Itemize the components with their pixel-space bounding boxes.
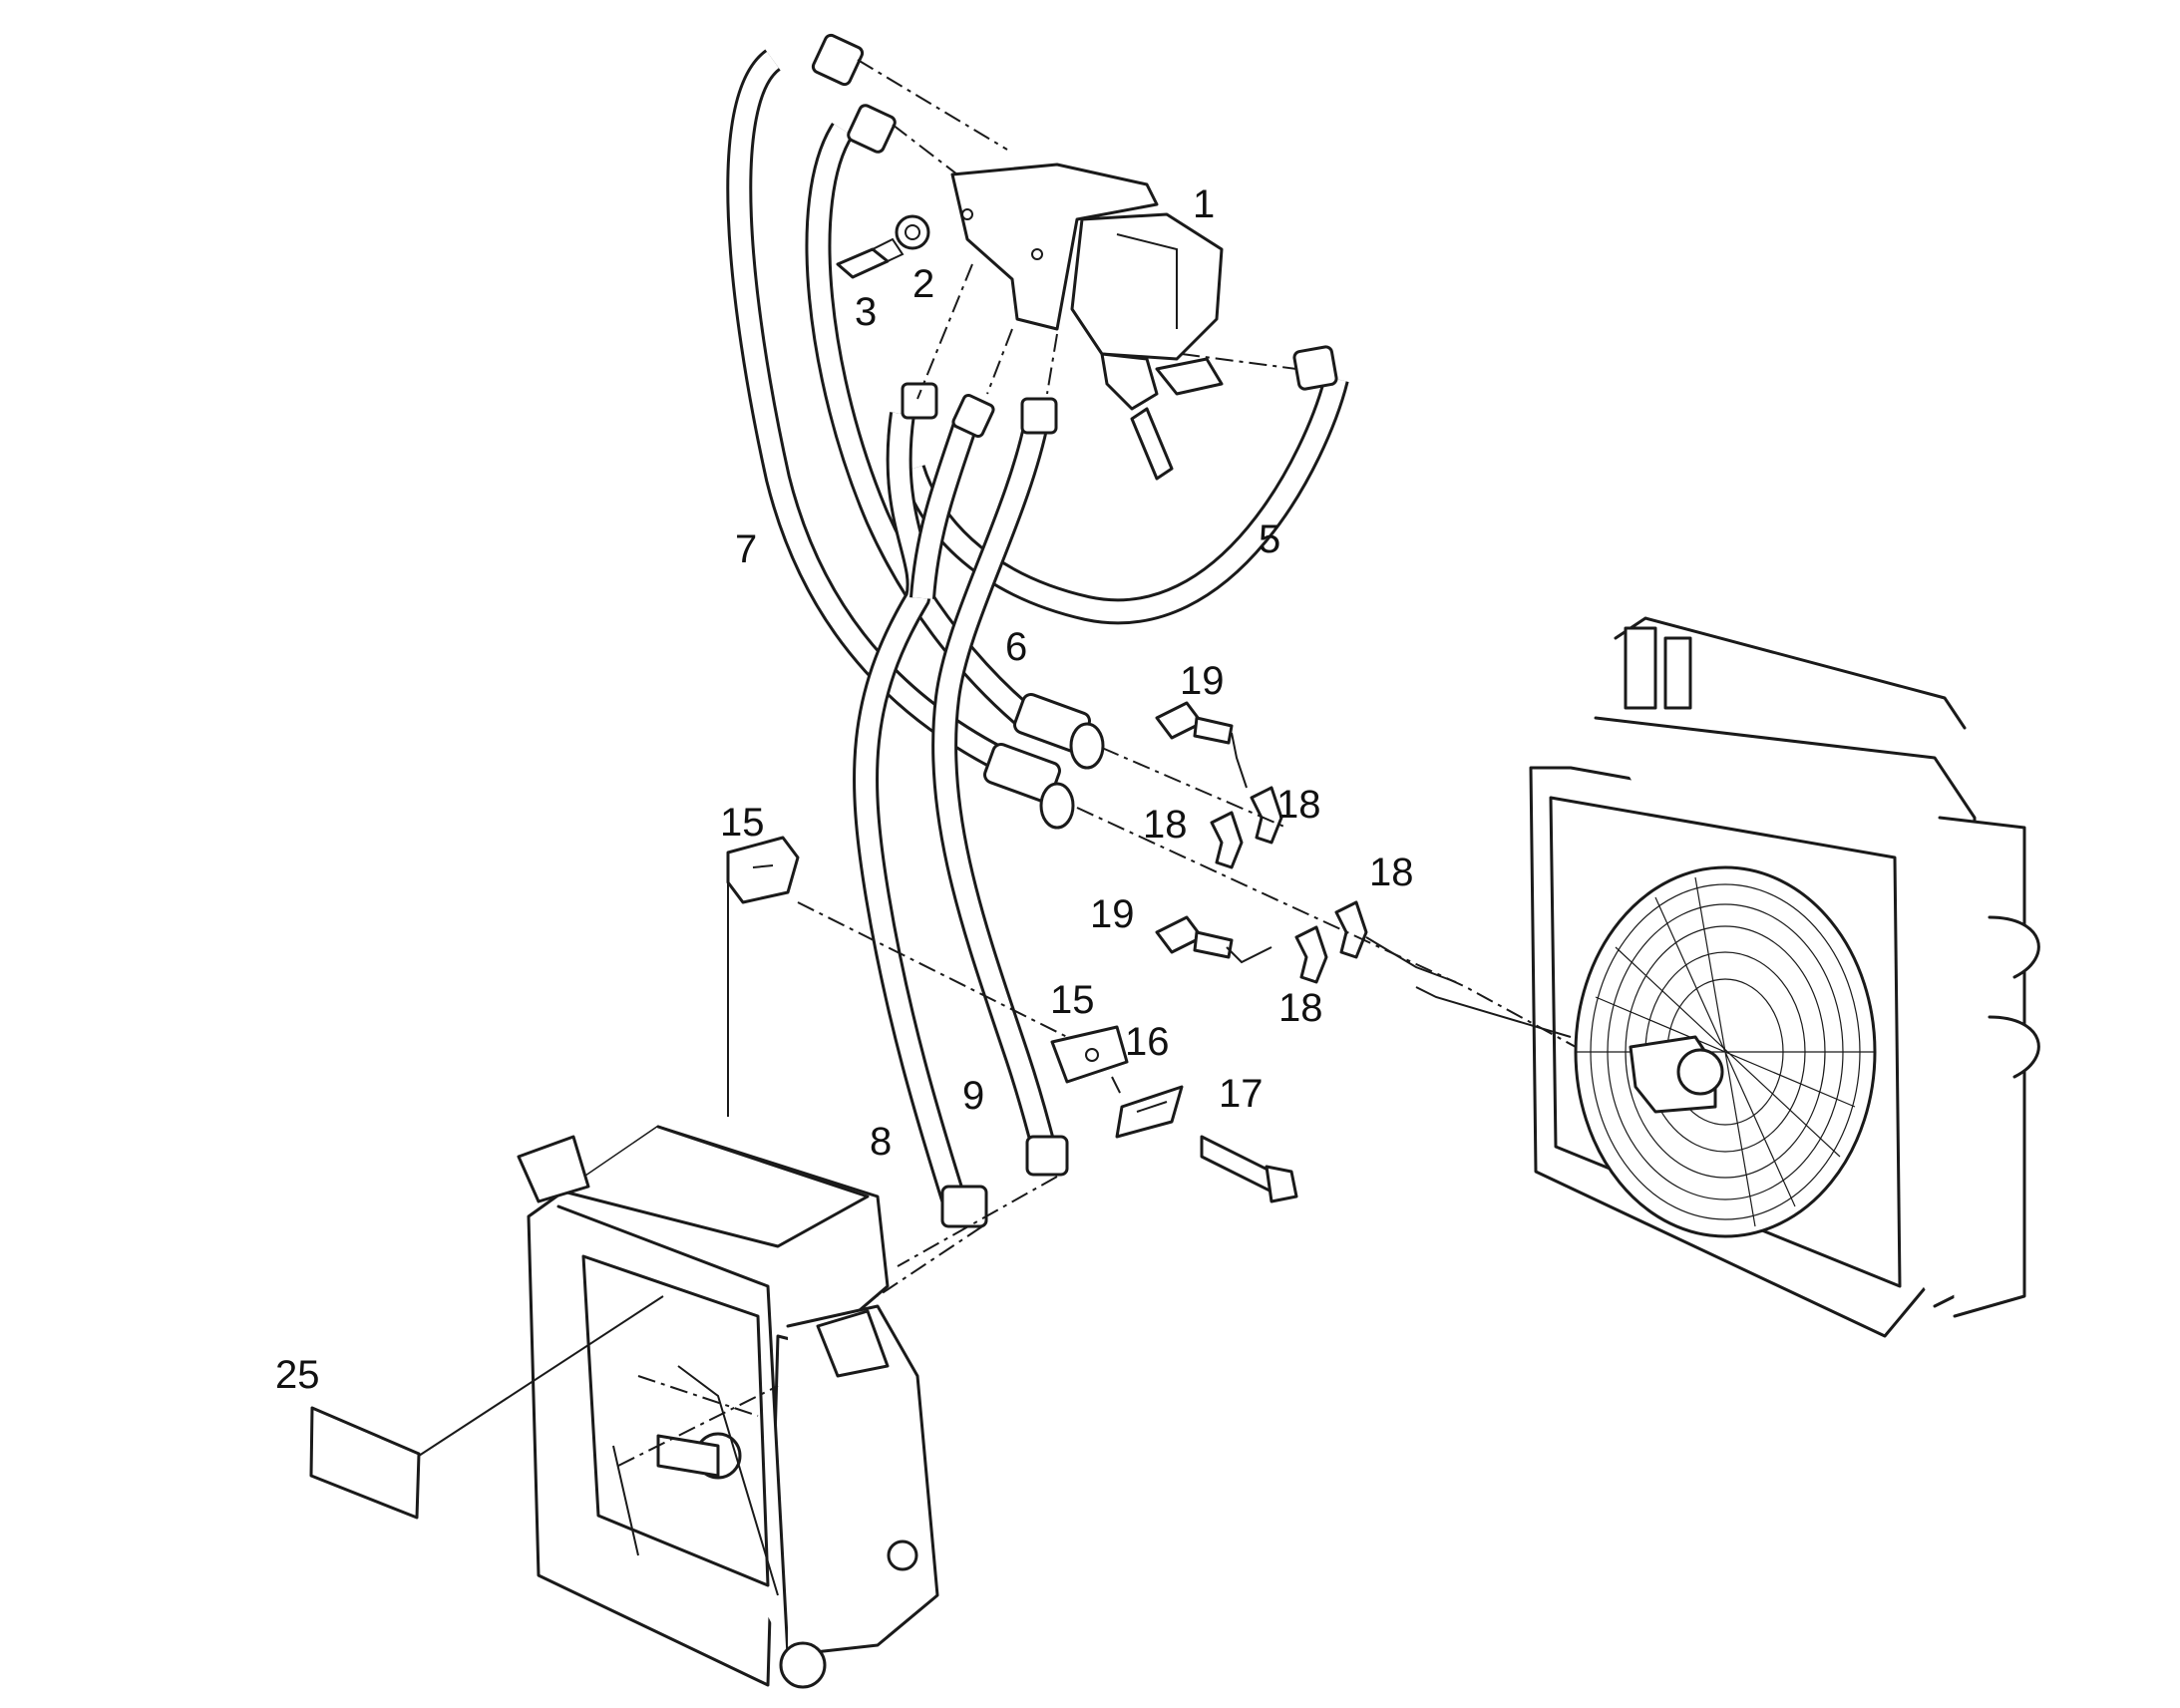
label-plate-25[interactable]	[309, 1406, 421, 1520]
bolt-19-top[interactable]	[1155, 701, 1234, 745]
leader-lines	[418, 732, 1572, 1457]
callout-8: 8	[870, 1120, 892, 1164]
hose-short[interactable]	[909, 414, 980, 599]
callout-3: 3	[855, 290, 877, 334]
callout-9: 9	[962, 1074, 984, 1118]
bolt-17[interactable]	[1200, 1135, 1298, 1203]
plate-16[interactable]	[1115, 1085, 1184, 1139]
hose-6[interactable]	[805, 122, 1041, 734]
callout-16: 16	[1125, 1020, 1170, 1064]
radiator-fan-assembly	[1529, 616, 2040, 1338]
callout-2: 2	[912, 262, 934, 306]
callout-18-d: 18	[1278, 986, 1323, 1030]
valve-bracket[interactable]	[950, 163, 1159, 331]
valve-body[interactable]	[1070, 212, 1224, 481]
callout-5: 5	[1259, 517, 1280, 561]
hose-fittings	[811, 33, 1338, 1228]
callout-25: 25	[275, 1353, 320, 1397]
callout-18-a: 18	[1276, 783, 1321, 827]
bolt-3[interactable]	[836, 237, 905, 279]
clamp-15-top[interactable]	[726, 836, 800, 904]
hose-7[interactable]	[726, 49, 1013, 775]
callout-18-b: 18	[1143, 803, 1188, 847]
half-flange-18[interactable]	[1210, 786, 1368, 984]
frame-housing	[517, 1125, 939, 1689]
hose-8[interactable]	[853, 412, 970, 1215]
callout-7: 7	[735, 527, 757, 571]
washer[interactable]	[895, 214, 930, 250]
callout-15-top: 15	[720, 801, 765, 845]
callout-6: 6	[1005, 625, 1027, 669]
callout-15-bottom: 15	[1050, 978, 1095, 1022]
bolt-19-bottom[interactable]	[1155, 915, 1234, 959]
callout-19-top: 19	[1180, 659, 1225, 703]
callout-1: 1	[1193, 182, 1215, 226]
callout-19-bottom: 19	[1090, 892, 1135, 936]
hose-9[interactable]	[931, 416, 1059, 1163]
callout-17: 17	[1219, 1072, 1264, 1116]
clamp-15-bottom[interactable]	[1050, 1025, 1129, 1084]
callout-18-c: 18	[1369, 851, 1414, 894]
